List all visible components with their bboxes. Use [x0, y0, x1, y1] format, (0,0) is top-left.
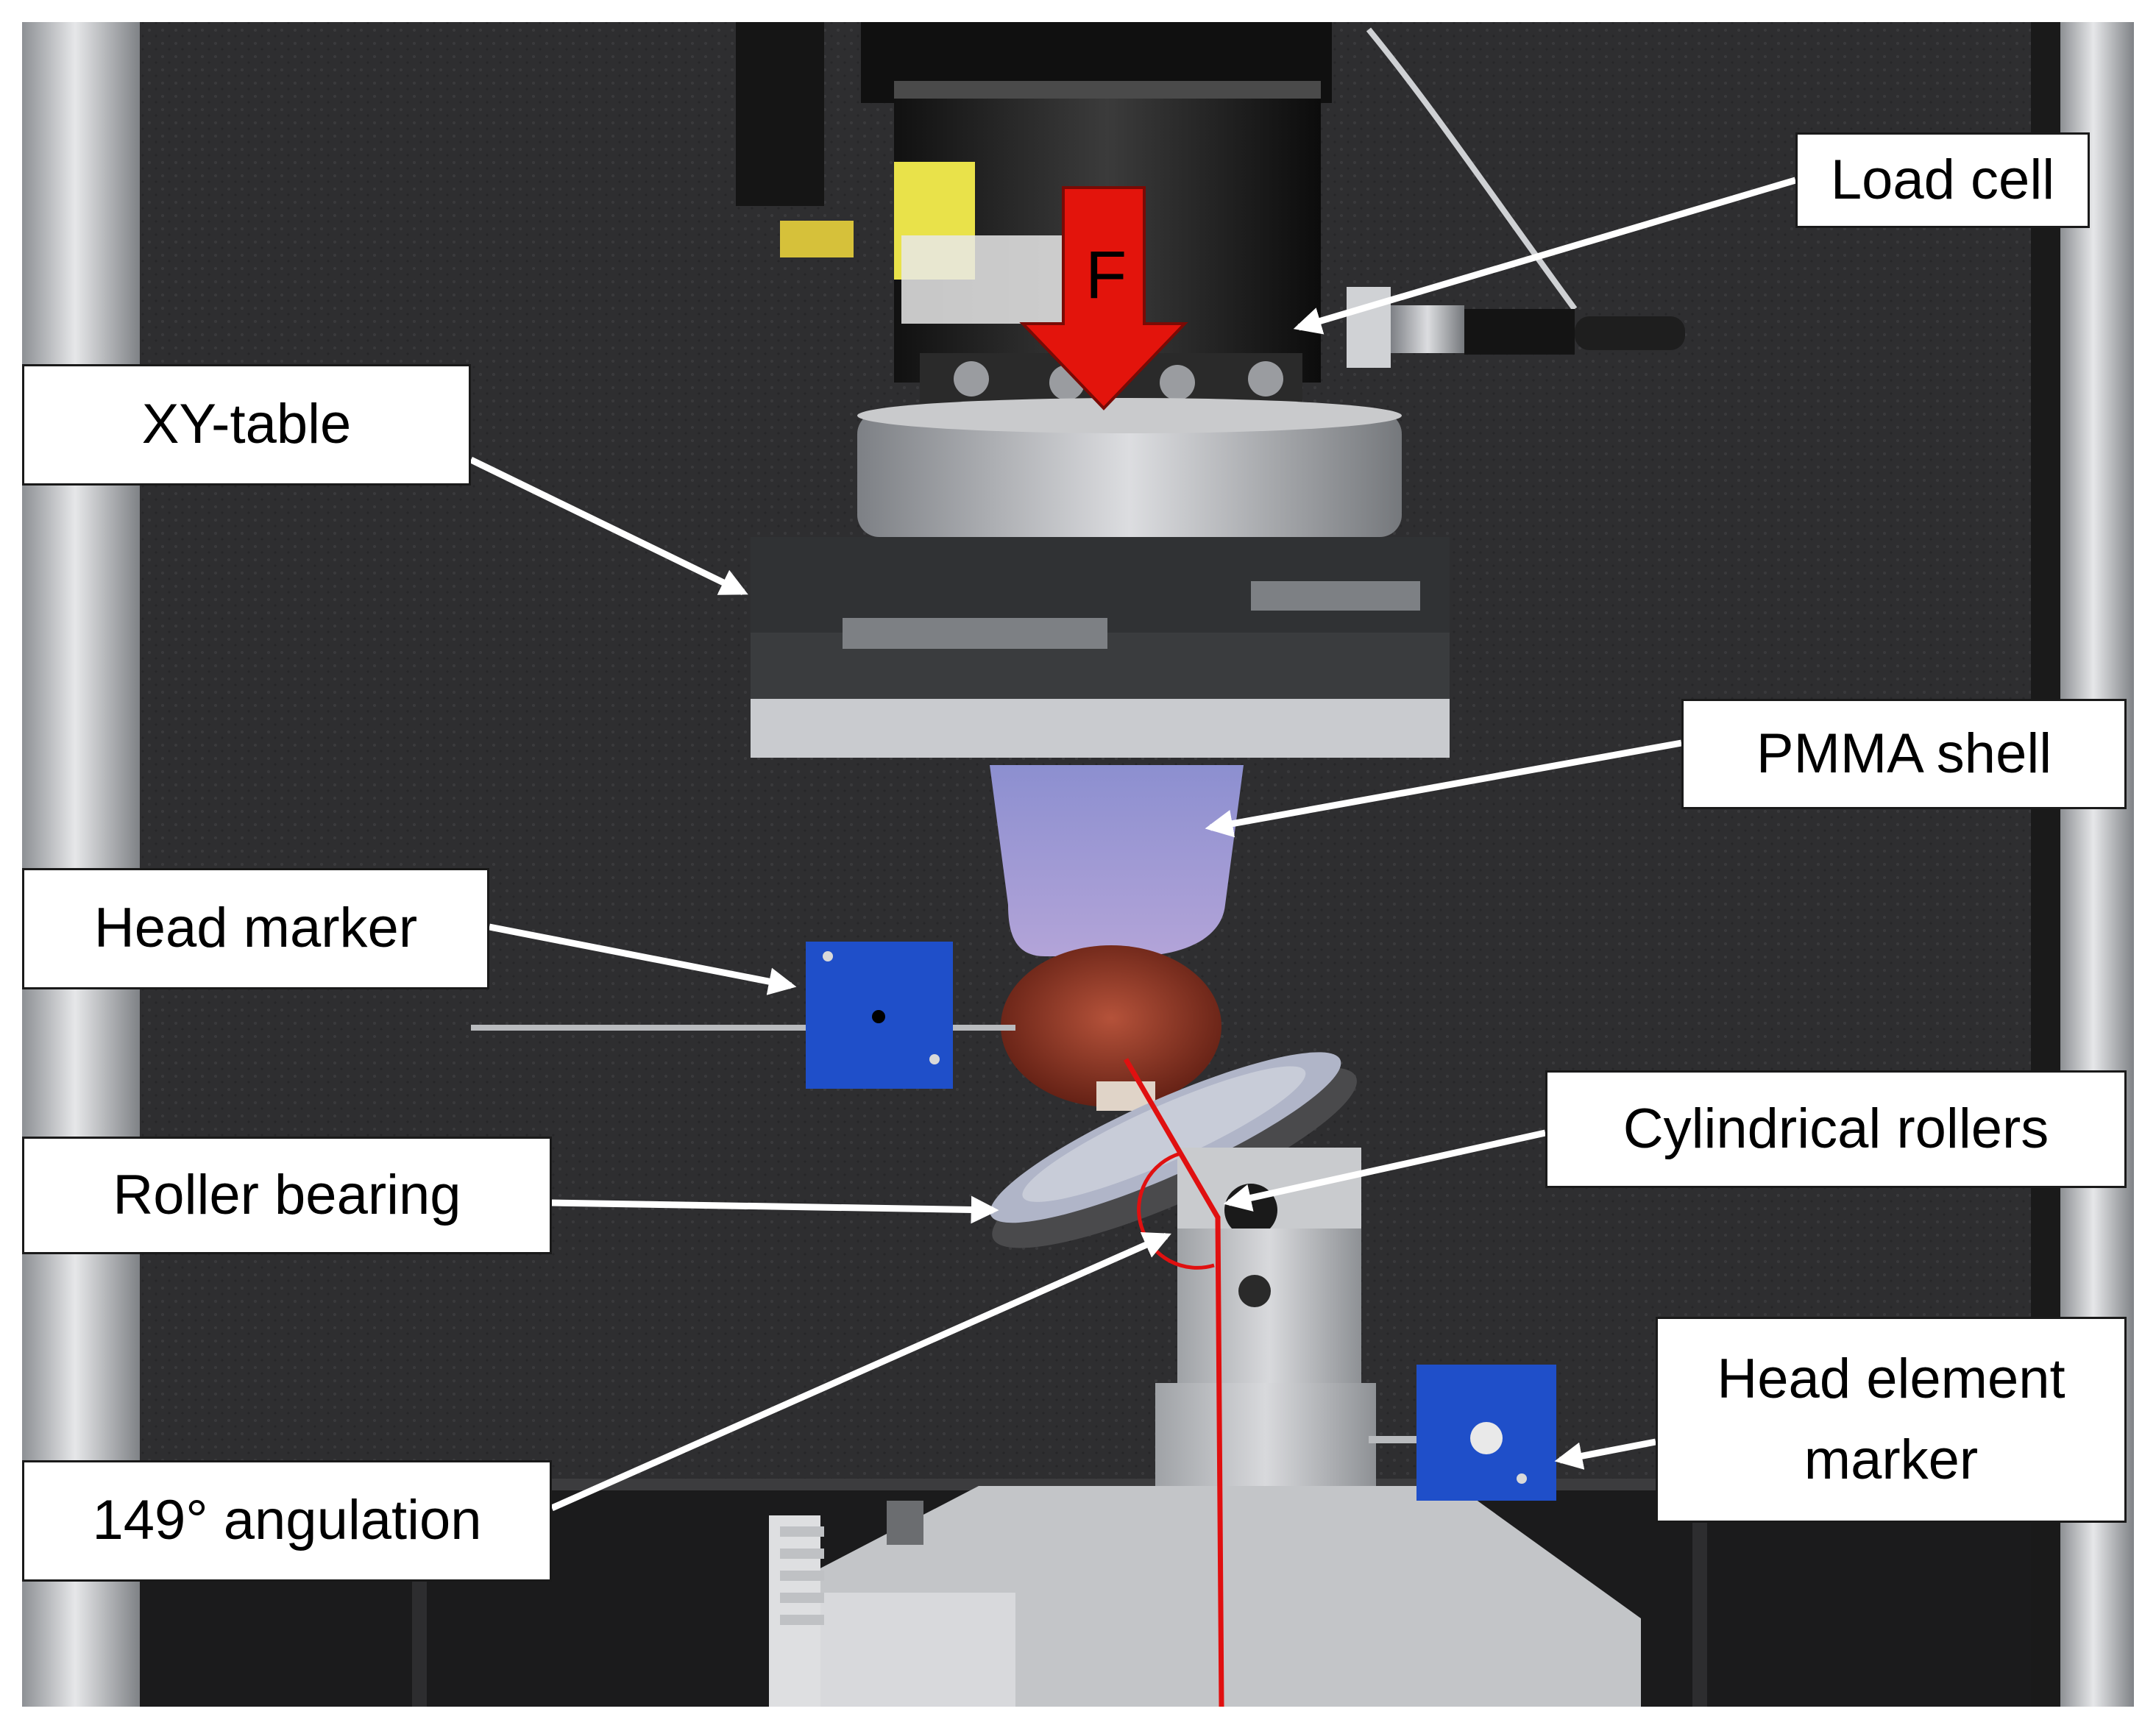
flange: [857, 412, 1402, 537]
cylindrical-rollers-label: Cylindrical rollers: [1545, 1070, 2127, 1188]
angle-arc: [1137, 1151, 1215, 1270]
roller-bearing-label: Roller bearing: [22, 1137, 552, 1254]
xy-table-base: [751, 699, 1450, 758]
rack: [769, 1515, 820, 1707]
load-cell-label: Load cell: [1795, 132, 2090, 228]
pmma-shell-label: PMMA shell: [1681, 699, 2127, 809]
pmma-shell: [990, 765, 1244, 956]
femoral-head: [1001, 945, 1221, 1107]
cable-strain-relief: [1464, 309, 1575, 355]
xy-table-label: XY-table: [22, 364, 471, 486]
head-element-marker-label: Head element marker: [1656, 1317, 2127, 1523]
axis-line: [1123, 1058, 1224, 1707]
roller-bearing-disc: [990, 1052, 1357, 1248]
callout-arrows: [469, 177, 1797, 1512]
angulation-label: 149° angulation: [22, 1460, 552, 1582]
force-arrow: [1019, 186, 1188, 410]
left-frame-post: [22, 22, 140, 1707]
pillar-upper: [1177, 1229, 1361, 1412]
head-marker-label: Head marker: [22, 868, 489, 989]
force-label: F: [1085, 238, 1127, 313]
